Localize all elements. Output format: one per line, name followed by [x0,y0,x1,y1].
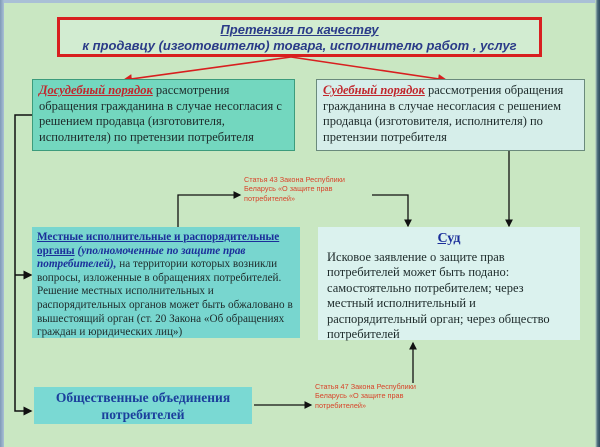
local-authorities-subheading: (уполномоченные по защите прав потребите… [37,244,246,271]
article-47-note: Статья 47 Закона Республики Беларусь «О … [315,382,416,410]
claim-title: Претензия по качеству [220,22,379,37]
local-to-court-connector [177,191,412,228]
pretrial-heading: Досудебный порядок [39,83,153,97]
local-authorities-text: на территории которых возникли вопросы, … [37,258,282,284]
pretrial-bracket-connector [14,114,33,416]
judicial-text: рассмотрения обращения гражданина в случ… [323,83,564,144]
court-box: Суд Исковое заявление о защите прав потр… [318,227,580,342]
judicial-procedure-box: Судебный порядок рассмотрения обращения … [316,79,585,151]
title-to-branches-arrows [122,56,448,84]
public-associations-label: Общественные объединения потребителей [55,390,231,422]
article-43-note: Статья 43 Закона Республики Беларусь «О … [244,175,345,203]
local-authorities-box: Местные исполнительные и распорядительны… [32,227,300,338]
window-frame-left [0,0,4,447]
claim-subtitle: к продавцу (изготовителю) товара, исполн… [82,38,517,53]
local-authorities-heading: Местные исполнительные и распорядительны… [37,231,280,257]
judicial-heading: Судебный порядок [323,83,425,97]
public-to-court-connector [254,341,417,409]
pretrial-text: рассмотрения обращения гражданина в случ… [39,83,282,144]
public-associations-box: Общественные объединения потребителей [34,387,252,424]
local-authorities-appeal-text: Решение местных исполнительных и распоря… [37,285,293,339]
window-frame-top [0,0,600,3]
pretrial-procedure-box: Досудебный порядок рассмотрения обращени… [32,79,295,151]
court-text: Исковое заявление о защите прав потребит… [327,249,550,342]
slide-background [4,3,595,447]
claim-title-box: Претензия по качеству к продавцу (изгото… [57,17,542,57]
court-heading: Суд [437,231,461,246]
window-frame-right [595,0,600,447]
